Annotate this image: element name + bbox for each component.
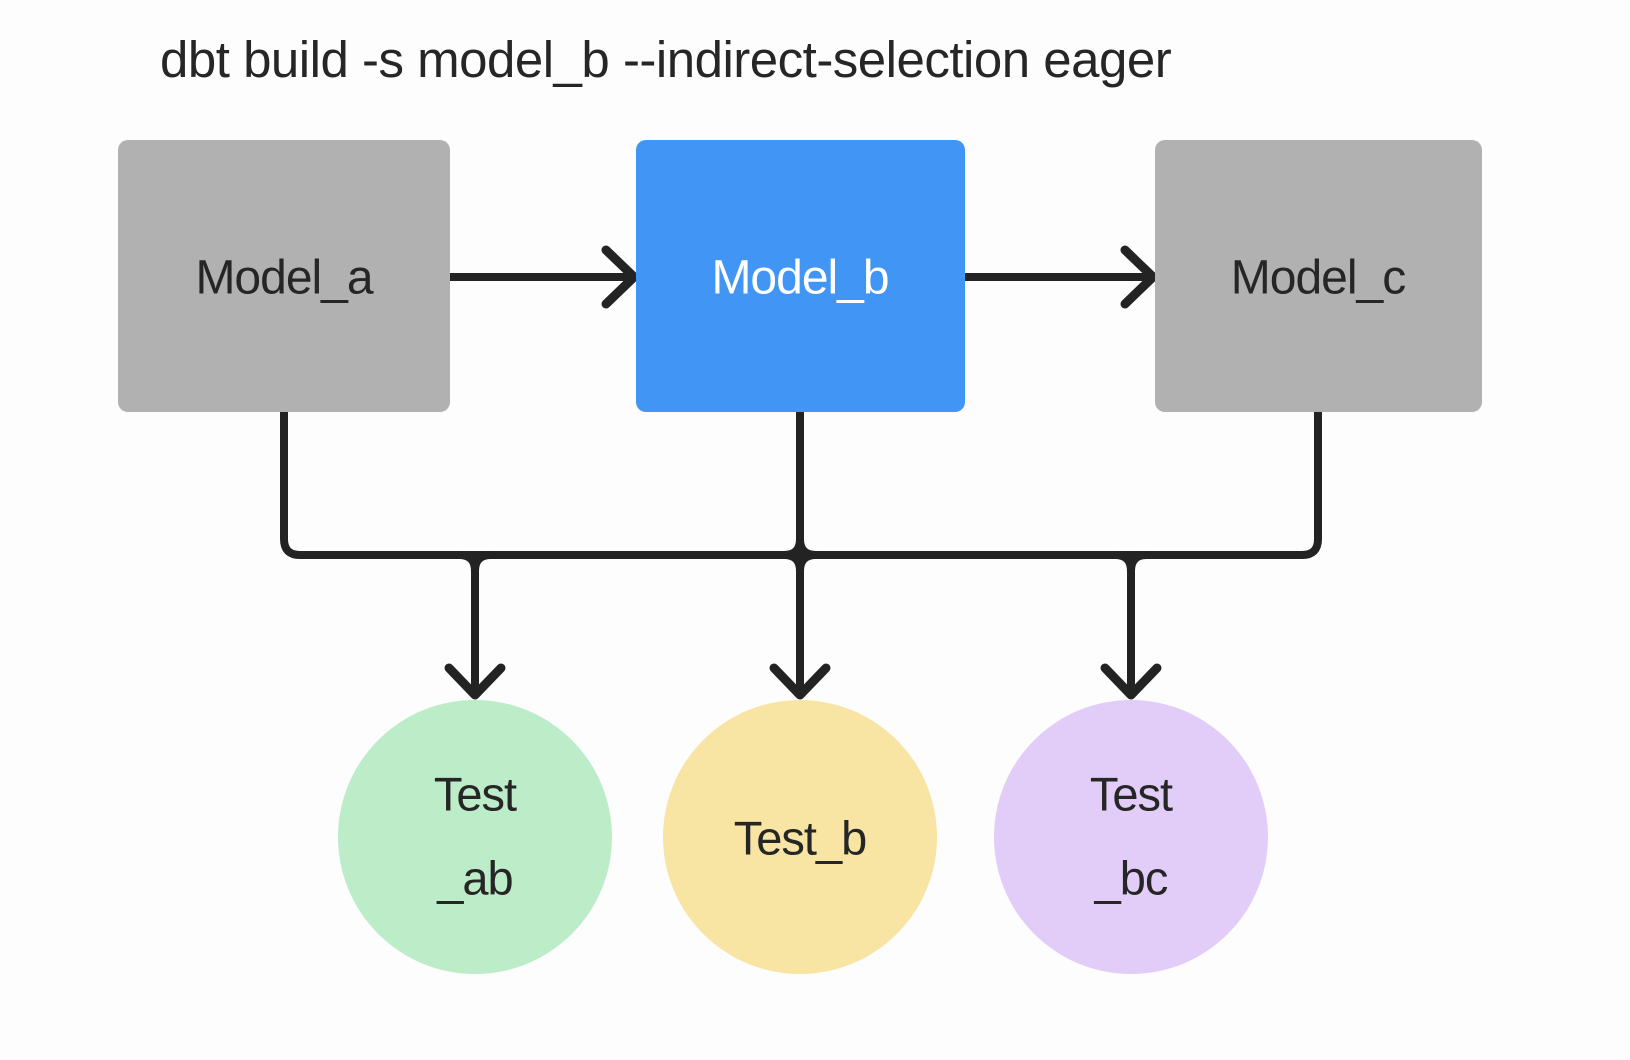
test-b-label-line1: Test_b [734, 812, 866, 865]
edge-model-a-down [280, 406, 304, 559]
arrowhead-test-ab-icon [444, 663, 506, 700]
test-bc-label-line2: _bc [1094, 852, 1168, 905]
arrowhead-model-b-icon [601, 245, 639, 309]
test-ab-label-line1: Test [434, 768, 517, 821]
edge-model-c-down [1298, 406, 1322, 559]
model-b-label: Model_b [711, 252, 888, 305]
model-node-c: Model_c [1155, 140, 1482, 412]
test-bc-label-line1: Test [1090, 768, 1173, 821]
junction-fillets-model-b [780, 535, 820, 575]
test-node-bc: Test _bc [994, 700, 1268, 974]
model-node-b: Model_b [636, 140, 965, 412]
edge-drop-test-bc [1111, 551, 1151, 694]
model-a-box [118, 140, 450, 412]
edge-drop-test-ab [455, 551, 495, 694]
command-title: dbt build -s model_b --indirect-selectio… [160, 31, 1172, 88]
test-ab-label-line2: _ab [436, 852, 512, 905]
model-node-a: Model_a [118, 140, 450, 412]
model-b-box [636, 140, 965, 412]
model-a-label: Model_a [195, 252, 373, 305]
test-node-ab: Test _ab [338, 700, 612, 974]
arrowhead-test-b-icon [769, 663, 831, 700]
test-b-circle [663, 700, 937, 974]
model-c-label: Model_c [1231, 252, 1405, 305]
arrowhead-model-c-icon [1120, 245, 1158, 309]
test-bc-circle [994, 700, 1268, 974]
edge-lines [280, 245, 1322, 700]
test-ab-circle [338, 700, 612, 974]
test-node-b: Test_b [663, 700, 937, 974]
model-c-box [1155, 140, 1482, 412]
arrowhead-test-bc-icon [1100, 663, 1162, 700]
